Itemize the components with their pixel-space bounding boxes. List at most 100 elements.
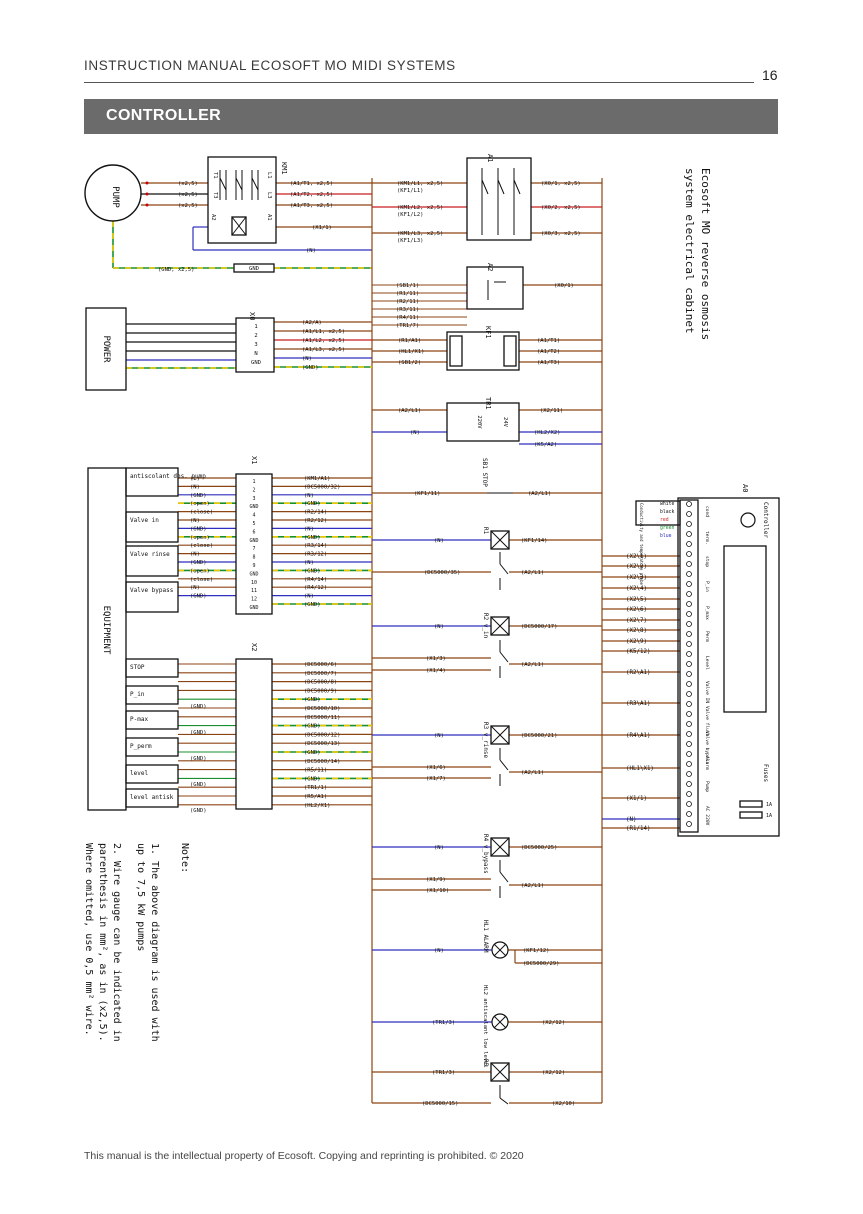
x1-wire-label: (R3/14) [304, 543, 327, 549]
a2-in-label: (R3/11) [396, 307, 419, 313]
r4-relay [490, 837, 510, 857]
x0-terminal: 1 [254, 324, 257, 330]
wire [499, 563, 509, 575]
a2-in-label: (R4/11) [396, 315, 419, 321]
relay-wire-label: (X1/9) [426, 877, 446, 883]
hl2-lamp [491, 1013, 509, 1031]
note-2-line-2: parenthesis in mm², as in (x2,5). [97, 843, 108, 1042]
a0-terminal [686, 751, 692, 757]
km1-out-label: (X1/1) [312, 225, 332, 231]
hl1-label: HL1 ALARM [482, 920, 489, 953]
kf1-out-label: (A1/T1) [537, 338, 560, 344]
wire [499, 651, 509, 663]
x1-wire-label: (GND) [304, 501, 321, 507]
km1-out-label: (N) [306, 248, 316, 254]
a0-terminal [686, 561, 692, 567]
a0-input-label: (X2\4) [626, 586, 647, 592]
pump-motor [84, 164, 142, 222]
relay-wire-label: (DC5000/15) [422, 1101, 458, 1107]
equipment-wire-label: (close) [190, 510, 213, 516]
a0-terminal [686, 741, 692, 747]
a0-section-label: P_in [704, 581, 710, 592]
kf1-in-label: (HL1/X1) [398, 349, 425, 355]
cabinet-title-line-2: system electrical cabinet [683, 168, 696, 334]
a0-terminal [686, 721, 692, 727]
equipment-item [125, 511, 179, 543]
km1-pin: A2 [210, 214, 216, 221]
kf1-in-label: (SB1/2) [398, 360, 421, 366]
relay-wire-label: (DC5000/25) [521, 845, 557, 851]
a0-terminal [686, 821, 692, 827]
wire-layer [112, 168, 680, 1105]
relay-wire-label: (A2/L1) [521, 770, 544, 776]
equipment-item [125, 764, 179, 784]
a1-out-label: (X0/1, x2,5) [541, 181, 581, 187]
kf1-out-label: (A1/T3) [537, 360, 560, 366]
r2-relay [490, 616, 510, 636]
note-1-line-1: 1. The above diagram is used with [149, 843, 160, 1042]
a0-section-label: Valve bypass [704, 731, 710, 764]
relay-wire-label: (DC5000/35) [424, 570, 460, 576]
x1-wire-label: (R4/12) [304, 585, 327, 591]
a0-input-label: (X2\9) [626, 639, 647, 645]
x2-terminal-block [235, 658, 273, 810]
sensor-wire-color: white [660, 501, 675, 507]
equipment-item [125, 467, 179, 497]
a0-terminal [686, 521, 692, 527]
wire [499, 759, 509, 771]
a0-terminal [686, 621, 692, 627]
r1-relay [490, 530, 510, 550]
note-2-line-3: Where omitted, use 0,5 mm² wire. [83, 843, 94, 1036]
relay-wire-label: (DC5000/21) [521, 733, 557, 739]
equipment-item-label: P-max [130, 716, 148, 723]
a2-in-label: (TR1/7) [396, 323, 419, 329]
km1-out-label: (A1/T3, x2,5) [290, 203, 333, 209]
equipment-item-label: STOP [130, 664, 145, 671]
kf1-in-label: (R1/A1) [398, 338, 421, 344]
relay-wire-label: (A2/L1) [521, 883, 544, 889]
relay-wire-label: (N) [434, 733, 444, 739]
kf1-output-block [503, 335, 517, 367]
wire [513, 179, 521, 195]
a1-in-label: (KM1/L2, x2,5) [397, 205, 443, 211]
x2-wire-label: (DC5000/8) [304, 680, 337, 686]
x1-wire-label: (R3/12) [304, 552, 327, 558]
equipment-wire-label: (GND) [190, 594, 207, 600]
equipment-wire-label: (N) [190, 484, 200, 490]
tr1-secondary-label: 24V [502, 417, 508, 428]
x1-wire-label: (GND) [304, 602, 321, 608]
x2-wire-label: (TR1/1) [304, 785, 327, 791]
tr1-out-label: (HL2/X2) [534, 430, 561, 436]
a1-in-label: (KF1/L2) [397, 212, 424, 218]
r1-relay-label: R1 [482, 527, 489, 535]
a1-in-label: (KM1/L1, x2,5) [397, 181, 443, 187]
a0-section-label: cond [704, 506, 710, 517]
x0-wire-label: (A2/A) [302, 320, 322, 326]
relay-wire-label: (X1/3) [426, 656, 446, 662]
x0-terminal: N [254, 351, 257, 357]
r3-relay-label: R3 v_rinse [482, 722, 489, 759]
component-layer [84, 156, 780, 1082]
relay-wire-label: (X1/7) [426, 776, 446, 782]
a0-input-label: (X2\8) [626, 628, 647, 634]
wire [490, 725, 510, 745]
terminal-dot [145, 192, 149, 196]
relay-wire-label: (KF1/11) [414, 491, 441, 497]
fuse-label: 1A [766, 813, 772, 819]
tr1-in-label: (A2/L1) [398, 408, 421, 414]
x2-wire-label: (R5/A1) [304, 794, 327, 800]
a0-input-label: (K5/12) [626, 649, 650, 655]
a0-input-label: (R3\A1) [626, 701, 650, 707]
a0-section-label: Perm [704, 631, 710, 642]
wire [490, 837, 510, 857]
x1-terminal: 7 [252, 546, 255, 552]
a0-display [723, 545, 767, 713]
label-layer: PUMP(x2,5)(x2,5)(x2,5)(GND, x2,5)GNDKM1T… [83, 154, 772, 1107]
a1-in-label: (KF1/L3) [397, 238, 424, 244]
a0-terminal [686, 551, 692, 557]
x1-terminal: 9 [252, 563, 255, 569]
wire [493, 943, 507, 957]
power-box [85, 307, 127, 391]
a0-input-label: (HL1\X1) [626, 766, 654, 772]
wire [499, 871, 509, 883]
